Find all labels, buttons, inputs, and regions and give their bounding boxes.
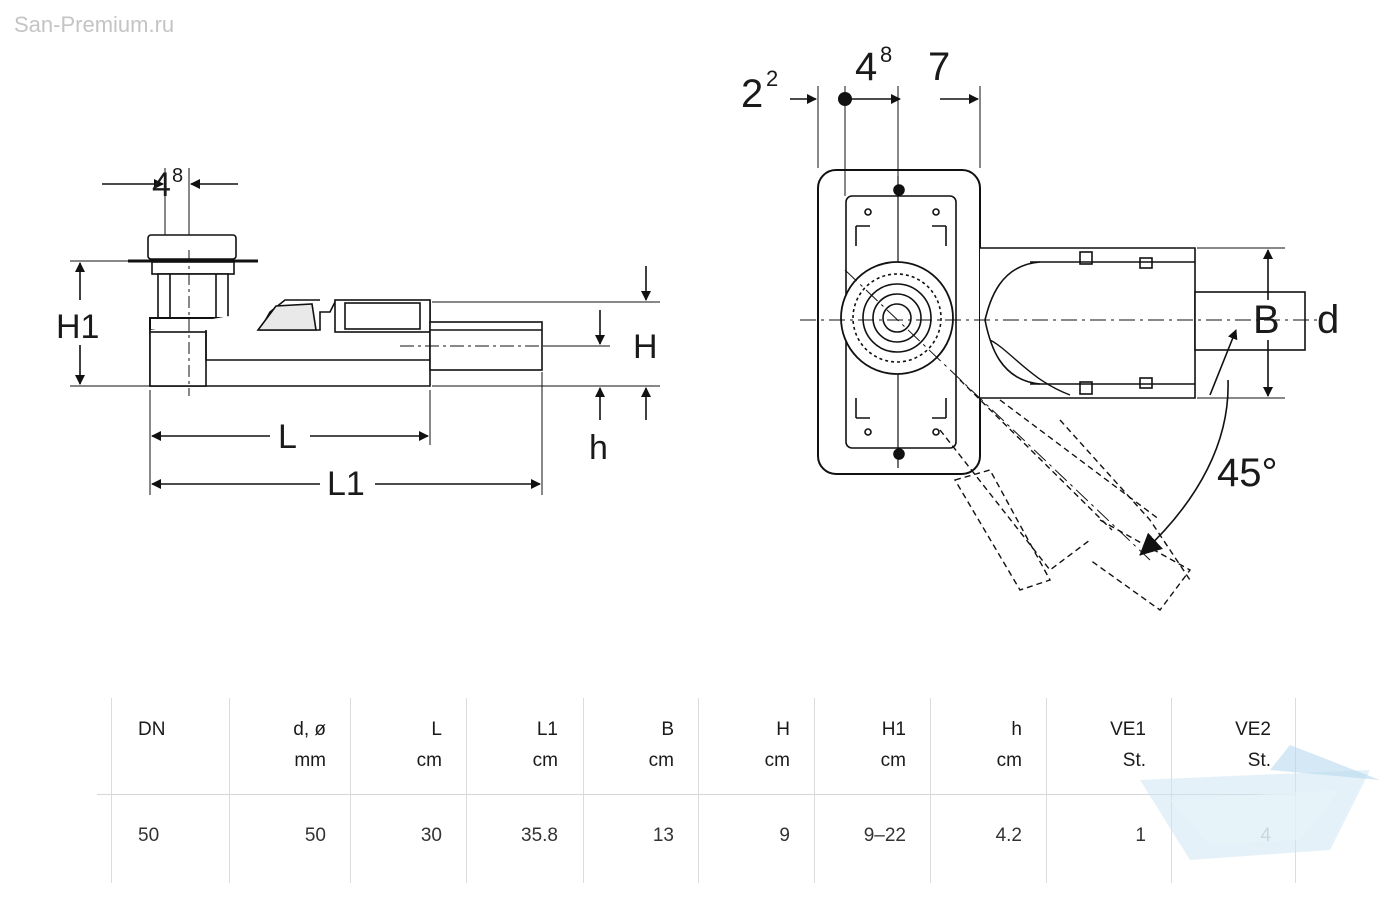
side-view-labels: 4 8 H1 H h L L1	[56, 165, 658, 503]
pipe-end	[1194, 291, 1306, 351]
label-H: H	[633, 328, 658, 366]
label-L1: L1	[327, 465, 365, 503]
label-angle: 45°	[1217, 451, 1278, 495]
top-view	[800, 86, 1320, 611]
dim-a: 2	[741, 72, 763, 116]
dim-top-width: 4	[152, 166, 171, 204]
top-view-labels: 2 2 4 8 7 B d 45°	[741, 42, 1339, 495]
dim-top-width-sup: 8	[172, 165, 183, 187]
watermark-text: San-Premium.ru	[14, 12, 175, 37]
dim-a-sup: 2	[766, 66, 778, 91]
label-d: d	[1317, 298, 1339, 342]
side-view	[70, 168, 660, 495]
dim-b: 4	[855, 45, 877, 89]
label-B: B	[1253, 298, 1280, 342]
grating-cap	[147, 234, 237, 260]
dim-c: 7	[928, 45, 950, 89]
label-h: h	[589, 429, 608, 467]
riser	[157, 273, 229, 321]
bathtub-logo-watermark	[1140, 745, 1380, 860]
dim-b-sup: 8	[880, 42, 892, 67]
label-H1: H1	[56, 308, 99, 346]
label-L: L	[278, 418, 297, 456]
